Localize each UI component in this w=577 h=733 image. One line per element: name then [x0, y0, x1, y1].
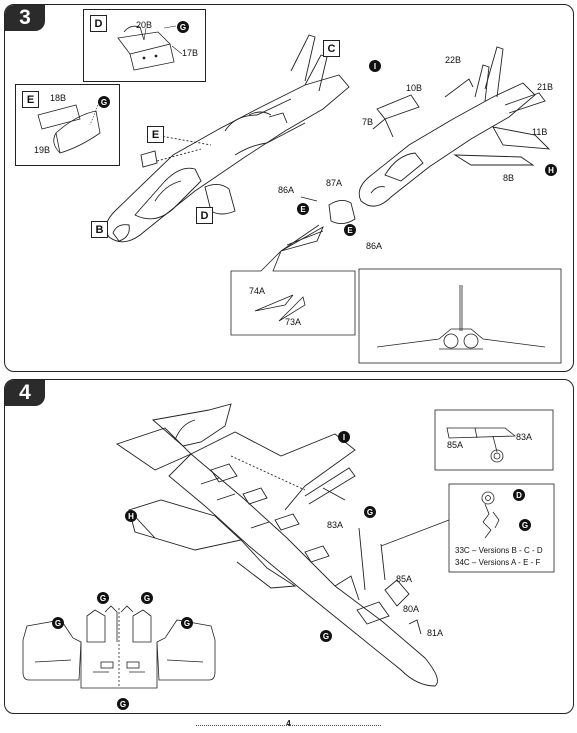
versions-33c-label: – Versions B - C - D: [471, 546, 543, 555]
glue-marker-e: E: [297, 203, 309, 215]
marker-e: E: [147, 126, 164, 143]
page-footer-line: [196, 725, 381, 726]
step-4-underside-drawing: [22, 403, 555, 689]
step-3-panel: 3 D 20B 17B G E 18B 19B G: [4, 4, 574, 372]
part-73a-label: 73A: [285, 317, 302, 327]
part-22b-label: 22B: [445, 55, 462, 65]
part-20b-label: 20B: [136, 20, 153, 30]
glue-marker-g: G: [141, 592, 153, 604]
inset-d-box: D 20B 17B G: [83, 9, 206, 82]
part-85a-inset-label: 85A: [447, 440, 464, 450]
part-33c-label: 33C: [455, 546, 470, 555]
glue-marker-g: G: [117, 698, 129, 710]
marker-c: C: [323, 40, 340, 57]
step-3-fuselage-drawing: [105, 34, 562, 364]
inset-e-box: E 18B 19B G: [15, 84, 120, 166]
step-3-number: 3: [5, 5, 45, 31]
glue-marker-e: E: [344, 224, 356, 236]
part-34c-note: 34C – Versions A - E - F: [455, 558, 540, 567]
part-8b-label: 8B: [503, 173, 515, 183]
step-4-number: 4: [5, 380, 45, 406]
part-11b-label: 11B: [532, 127, 548, 137]
part-86a-label: 86A: [366, 241, 383, 251]
glue-marker-i: I: [369, 60, 381, 72]
glue-marker-i: I: [338, 431, 350, 443]
glue-marker-g: G: [519, 519, 531, 531]
inset-d-tag: D: [90, 15, 107, 32]
marker-d: D: [196, 207, 213, 224]
inset-d-drawing: [117, 25, 183, 71]
part-80a-label: 80A: [403, 604, 420, 614]
glue-marker-d: D: [513, 489, 525, 501]
part-7b-label: 7B: [362, 117, 374, 127]
glue-marker-g: G: [52, 617, 64, 629]
part-10b-label: 10B: [406, 83, 423, 93]
part-83a-inset-label: 83A: [516, 432, 533, 442]
part-18b-label: 18B: [50, 93, 67, 103]
part-33c-note: 33C – Versions B - C - D: [455, 546, 543, 555]
part-83a-label: 83A: [327, 520, 344, 530]
glue-marker-g: G: [364, 506, 376, 518]
glue-marker-g: G: [97, 592, 109, 604]
part-86a-label: 86A: [278, 185, 295, 195]
part-21b-label: 21B: [537, 82, 554, 92]
part-17b-label: 17B: [182, 48, 199, 58]
glue-marker-g: G: [98, 96, 110, 108]
glue-marker-g: G: [181, 617, 193, 629]
part-87a-label: 87A: [326, 178, 343, 188]
versions-34c-label: – Versions A - E - F: [471, 558, 541, 567]
glue-marker-h: H: [125, 510, 137, 522]
glue-marker-g: G: [320, 630, 332, 642]
part-74a-label: 74A: [249, 286, 266, 296]
inset-e-drawing: [37, 104, 101, 154]
inset-e-tag: E: [22, 91, 39, 108]
glue-marker-g: G: [177, 21, 189, 33]
marker-b: B: [91, 221, 108, 238]
part-34c-label: 34C: [455, 558, 470, 567]
part-81a-label: 81A: [427, 628, 444, 638]
part-85a-label: 85A: [396, 574, 413, 584]
glue-marker-h: H: [545, 164, 557, 176]
part-19b-label: 19B: [34, 145, 51, 155]
step-4-panel: 4: [4, 379, 574, 714]
page-number: 4: [286, 719, 291, 728]
